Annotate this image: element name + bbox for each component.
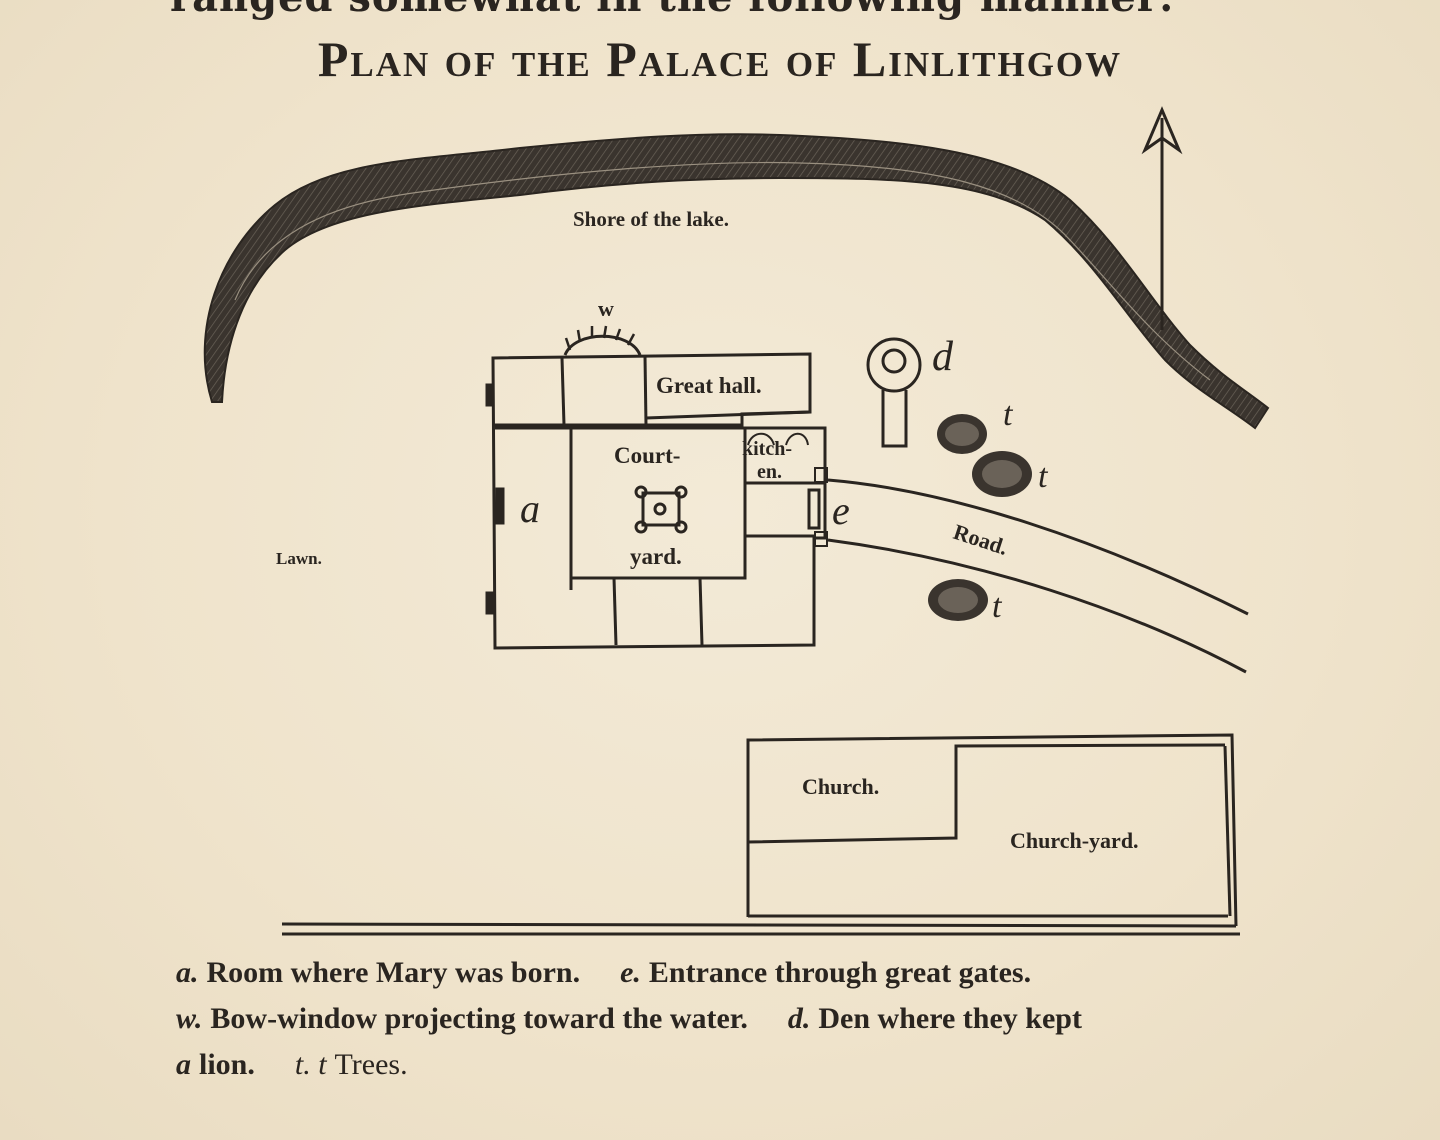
legend-text-a: Room where Mary was born. (206, 956, 581, 989)
legend-line-2: w.Bow-window projecting toward the water… (176, 996, 1306, 1042)
legend-line-1: a.Room where Mary was born. e.Entrance th… (176, 950, 1306, 996)
tree-cluster-1 (937, 414, 987, 454)
room-marker-a: a (520, 486, 540, 531)
plan-legend: a.Room where Mary was born. e.Entrance th… (176, 950, 1306, 1088)
legend-key-a: a. (176, 956, 199, 989)
tree-marker-1: t (1003, 396, 1014, 433)
lion-den (866, 337, 922, 448)
church-enclosure (281, 733, 1240, 936)
courtyard-label-bottom: yard. (630, 544, 682, 569)
church-yard-label: Church-yard. (1010, 828, 1139, 853)
road-label: Road. (950, 519, 1011, 560)
legend-key-e: e. (620, 956, 641, 989)
legend-text-d: Den where they kept (818, 1002, 1082, 1035)
palace-building (491, 352, 827, 650)
entrance-gate (807, 488, 821, 530)
den-marker-d: d (932, 334, 954, 380)
courtyard-fountain (634, 485, 688, 534)
church-label: Church. (802, 774, 879, 799)
road (827, 478, 1249, 674)
tree-marker-2: t (1038, 458, 1049, 495)
legend-text-w: Bow-window projecting toward the water. (210, 1002, 748, 1035)
entrance-marker-e: e (832, 488, 850, 533)
tree-cluster-2 (972, 451, 1032, 497)
legend-text-lion: lion. (199, 1048, 255, 1081)
kitchen-label-top: kitch- (742, 438, 792, 460)
bow-window: w (563, 296, 642, 356)
plate-title: Plan of the Palace of Linlithgow (317, 31, 1123, 87)
cut-off-text-line: ranged somewhat in the following manner: (170, 0, 1270, 21)
lawn-label: Lawn. (276, 549, 322, 568)
legend-key-t: t. t (294, 1048, 327, 1081)
legend-text-t: Trees. (334, 1048, 408, 1081)
north-arrow (1141, 106, 1183, 330)
courtyard-label-top: Court- (614, 443, 680, 468)
tree-cluster-3 (928, 579, 988, 621)
kitchen-label-bottom: en. (757, 461, 782, 483)
shore-wave-line (234, 161, 1211, 381)
shore-label: Shore of the lake. (573, 207, 729, 231)
lake-shore-band (203, 133, 1270, 430)
legend-key-d: d. (787, 1002, 811, 1035)
great-hall-label: Great hall. (656, 373, 762, 398)
legend-key-w: w. (176, 1002, 203, 1035)
legend-text-e: Entrance through great gates. (648, 956, 1032, 989)
tree-marker-3: t (992, 588, 1003, 625)
bow-window-marker: w (598, 296, 614, 321)
legend-key-lion: a (176, 1048, 191, 1081)
wall-details (485, 383, 828, 615)
